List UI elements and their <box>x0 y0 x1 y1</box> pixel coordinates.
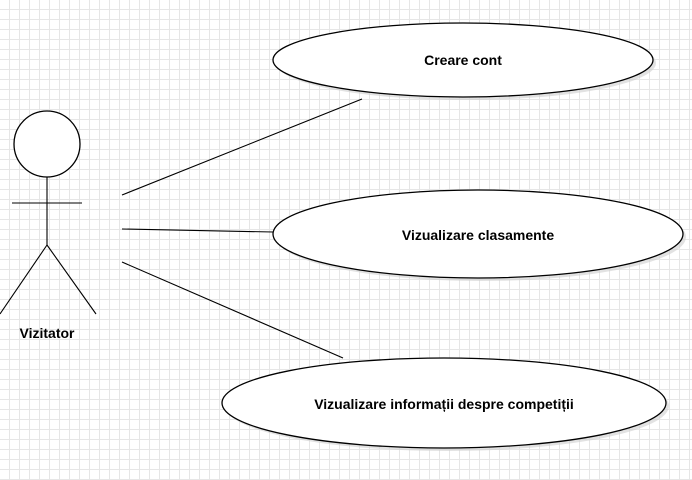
use-case-vizualizare-informatii[interactable]: Vizualizare informații despre competiții <box>221 357 669 451</box>
use-case-label: Vizualizare informații despre competiții <box>314 396 574 412</box>
use-case-ellipse <box>272 22 654 98</box>
actor-vizitator[interactable]: Vizitator <box>0 110 97 341</box>
actor-head <box>13 110 81 178</box>
actor-right-leg <box>46 244 97 315</box>
use-case-ellipse <box>272 189 684 279</box>
use-case-label: Creare cont <box>424 52 502 68</box>
association-vizualizare-clasamente[interactable] <box>121 228 274 233</box>
actor-label: Vizitator <box>20 325 76 341</box>
association-vizualizare-informatii[interactable] <box>121 261 344 359</box>
association-creare-cont[interactable] <box>121 98 363 196</box>
use-case-creare-cont[interactable]: Creare cont <box>272 22 656 100</box>
use-case-vizualizare-clasamente[interactable]: Vizualizare clasamente <box>272 189 686 281</box>
actor-left-leg <box>0 244 48 315</box>
use-case-ellipse <box>221 357 667 449</box>
use-case-label: Vizualizare clasamente <box>402 227 554 243</box>
